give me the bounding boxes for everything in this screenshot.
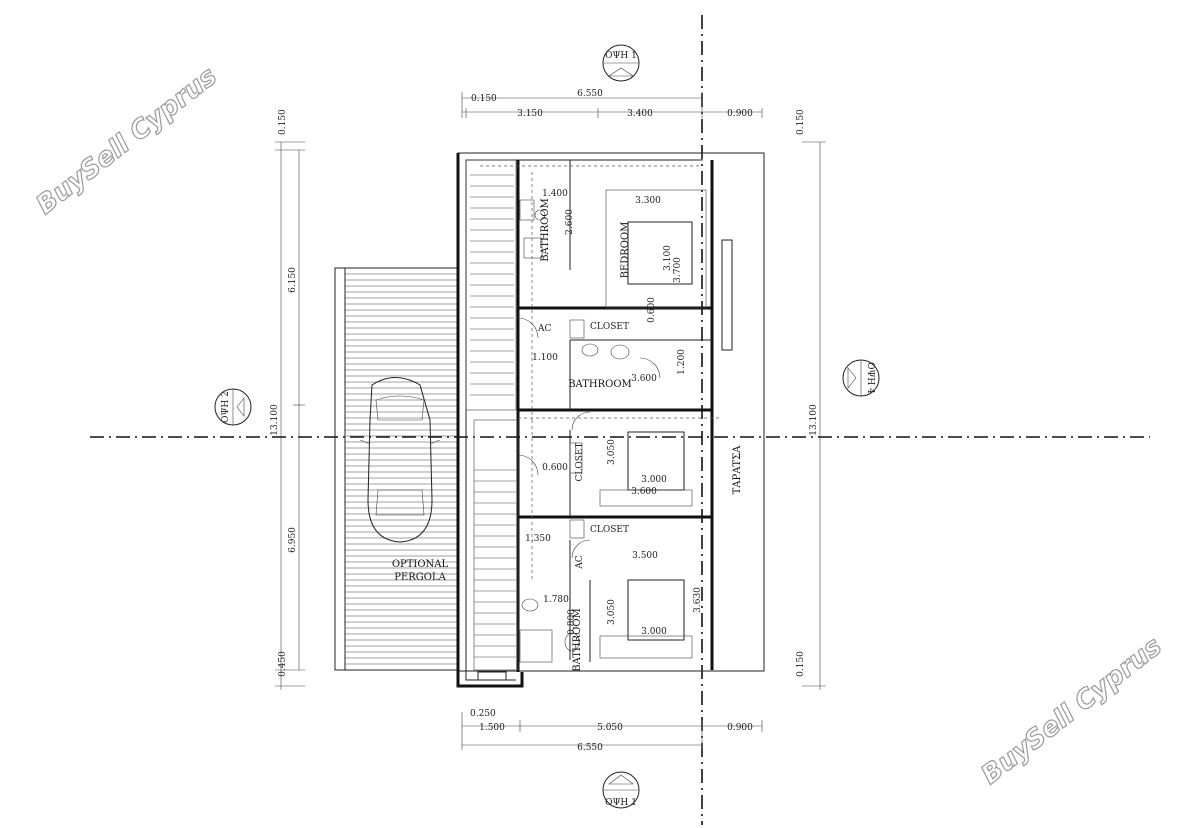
inner-dim-3-050b: 3.050 — [607, 599, 617, 625]
dim-bottom-part-1: 1.500 — [479, 723, 505, 733]
dim-left-part-1: 6.150 — [288, 267, 298, 293]
dim-bottom-part-2: 5.050 — [597, 723, 623, 733]
dim-bottom-offset: 0.250 — [470, 709, 496, 719]
dim-left-overall: 13.100 — [270, 404, 280, 436]
room-closet-3: CLOSET — [590, 525, 629, 535]
section-marker-left: ΟΨΗ 2 — [214, 388, 252, 426]
inner-dim-3-600b: 3.600 — [631, 487, 657, 497]
watermark-top-left: BuySell Cyprus — [31, 61, 223, 220]
inner-dim-3-100: 3.100 — [663, 245, 673, 271]
pergola-label-line2: PERGOLA — [394, 572, 446, 583]
inner-dim-1-200: 1.200 — [677, 349, 687, 375]
dim-left-part-2: 6.950 — [288, 527, 298, 553]
room-ac-1: AC — [537, 324, 551, 334]
section-marker-left-label: ΟΨΗ 2 — [221, 391, 231, 423]
inner-dim-3-050a: 3.050 — [607, 439, 617, 465]
dimension-left: 0.150 6.150 13.100 6.950 0.450 — [270, 109, 305, 690]
room-closet-2: CLOSET — [575, 443, 585, 482]
inner-dim-0-600a: 0.600 — [647, 297, 657, 323]
dim-top-offset: 0.150 — [471, 94, 497, 104]
inner-dim-2-600: 2.600 — [565, 209, 575, 235]
dim-top-overall: 6.550 — [577, 89, 603, 99]
inner-dim-3-500: 3.500 — [632, 551, 658, 561]
room-bathroom-1: BATHROOM — [540, 198, 551, 262]
inner-dim-1-780: 1.780 — [543, 595, 569, 605]
dim-left-top-offset: 0.150 — [278, 109, 288, 135]
dimension-top: 6.550 0.150 3.150 3.400 0.900 — [461, 89, 763, 119]
inner-dim-3-000a: 3.000 — [641, 475, 667, 485]
inner-dim-1-400: 1.400 — [542, 189, 568, 199]
dim-bottom-part-3: 0.900 — [727, 723, 753, 733]
room-terrace: ΤΑΡΑΤΣΑ — [732, 445, 743, 495]
pergola-label-line1: OPTIONAL — [392, 559, 449, 570]
room-bathroom-2: BATHROOM — [568, 379, 632, 390]
room-ac-2: AC — [575, 555, 585, 569]
room-closet-1: CLOSET — [590, 322, 629, 332]
section-marker-right: ΟΨΗ 4 — [842, 359, 880, 397]
room-bedroom-1: BEDROOM — [620, 222, 631, 279]
dim-right-overall: 13.100 — [809, 404, 819, 436]
inner-dim-0-600b: 0.600 — [542, 463, 568, 473]
dim-top-part-2: 3.400 — [627, 109, 653, 119]
inner-dim-0-800: 0.800 — [567, 609, 577, 635]
section-marker-bottom: ΟΨΗ 1 — [602, 771, 640, 809]
dim-left-bottom-offset: 0.450 — [278, 651, 288, 677]
dim-top-part-1: 3.150 — [517, 109, 543, 119]
dimension-bottom: 0.250 1.500 5.050 0.900 6.550 — [461, 709, 763, 753]
inner-dim-3-630: 3.630 — [693, 587, 703, 613]
inner-dim-3-000b: 3.000 — [641, 627, 667, 637]
section-marker-bottom-label: ΟΨΗ 1 — [605, 798, 637, 808]
stairs — [470, 174, 516, 658]
inner-dim-3-700: 3.700 — [673, 257, 683, 283]
pergola-area: OPTIONAL PERGOLA — [334, 267, 458, 671]
inner-dim-3-300: 3.300 — [635, 196, 661, 206]
dim-right-top-offset: 0.150 — [796, 109, 806, 135]
inner-dim-1-350: 1.350 — [525, 534, 551, 544]
inner-dim-1-100: 1.100 — [532, 353, 558, 363]
dimension-right: 0.150 13.100 0.150 — [796, 109, 826, 690]
section-marker-top: ΟΨΗ 1 — [602, 44, 640, 82]
dim-right-bottom-offset: 0.150 — [796, 651, 806, 677]
section-marker-top-label: ΟΨΗ 1 — [605, 51, 637, 61]
section-marker-right-label: ΟΨΗ 4 — [865, 362, 875, 394]
inner-dim-3-600: 3.600 — [631, 374, 657, 384]
dim-top-part-3: 0.900 — [727, 109, 753, 119]
car-icon — [359, 377, 441, 543]
fixtures — [517, 199, 693, 663]
room-bathroom-3: BATHROOM — [572, 608, 583, 672]
dim-bottom-overall: 6.550 — [577, 743, 603, 753]
watermark-bottom-right: BuySell Cyprus — [976, 631, 1168, 790]
